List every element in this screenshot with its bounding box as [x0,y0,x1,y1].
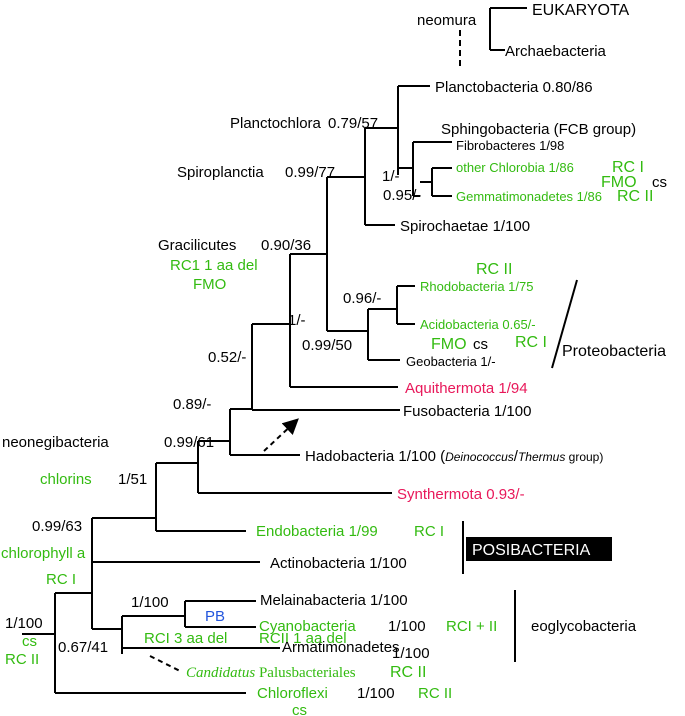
branch-rhodo [396,285,415,325]
armatimonadetes-support: 1/100 [392,645,430,662]
label-pb: PB [205,608,225,625]
taxon-archaebacteria: Archaebacteria [505,43,607,60]
support-089: 0.89/- [173,396,211,413]
label-chlorins: chlorins [40,471,92,488]
support-067: 0.67/41 [58,639,108,656]
label-rc-i-root: RC I [46,571,76,588]
posibacteria-box [466,537,612,561]
taxon-geobacteria: Geobacteria 1/- [406,354,496,369]
taxon-chlorobia: other Chlorobia 1/86 [456,160,574,175]
support-099-63: 0.99/63 [32,518,82,535]
label-chlorophyll-a: chlorophyll a [1,545,86,562]
branch-planctochlora [397,85,430,175]
support-planctochlora: 0.79/57 [328,115,378,132]
branch-neonegi [197,440,392,494]
chlorobia-fmo: FMO [601,174,637,191]
label-gracilicutes: Gracilicutes [158,237,236,254]
label-neomura: neomura [417,12,477,29]
taxon-palusbacteriales: Candidatus Palusbacteriales [186,665,356,681]
branch-089 [229,408,300,456]
support-pb-node: 1/100 [131,594,169,611]
chlorobia-cs: cs [652,174,667,191]
cyano-rc: RCI + II [446,618,497,635]
support-neonegibacteria: 0.99/61 [164,434,214,451]
branch-eukaryota [489,7,527,51]
branch-cyano [184,600,256,628]
branch-1dash [289,253,398,388]
cyano-support: 1/100 [388,618,426,635]
taxon-synthermota: Synthermota 0.93/- [397,486,525,503]
branch-052 [251,323,400,411]
branch-chlorophyll [91,517,260,629]
support-095: 0.95/- [383,187,421,204]
support-099-50: 0.99/50 [302,337,352,354]
taxon-melainabacteria: Melainabacteria 1/100 [260,592,408,609]
taxon-gemmatimonadetes: Gemmatimonadetes 1/86 [456,189,602,204]
branch-sphingo [398,141,452,197]
proteobacteria-bracket [551,279,578,369]
chloroflexi-support: 1/100 [357,685,395,702]
taxon-acidobacteria: Acidobacteria 0.65/- [420,317,536,332]
taxon-hadobacteria: Hadobacteria 1/100 (Deinococcus/Thermus … [305,448,603,465]
branch-chlorins [155,462,246,532]
taxon-chloroflexi: Chloroflexi [257,685,328,702]
taxon-posibacteria: POSIBACTERIA [472,542,591,559]
taxon-proteobacteria: Proteobacteria [562,343,666,360]
taxon-endobacteria: Endobacteria 1/99 [256,523,378,540]
support-096: 0.96/- [343,290,381,307]
label-spiroplanctia: Spiroplanctia [177,164,264,181]
rhodo-rc: RC II [476,261,512,278]
support-spiroplanctia: 0.99/77 [285,164,335,181]
note-fmo: FMO [193,276,226,293]
taxon-aquithermota: Aquithermota 1/94 [405,380,528,397]
taxon-rhodobacteria: Rhodobacteria 1/75 [420,279,533,294]
taxon-fibrobacteres: Fibrobacteres 1/98 [456,138,564,153]
support-1dash-b: 1/- [288,312,306,329]
taxon-eukaryota: EUKARYOTA [532,2,630,19]
endobacteria-rc: RC I [414,523,444,540]
taxon-cyanobacteria: Cyanobacteria [259,618,356,635]
taxon-fusobacteria: Fusobacteria 1/100 [403,403,531,420]
taxon-sphingobacteria: Sphingobacteria (FCB group) [441,121,636,138]
support-gracilicutes: 0.90/36 [261,237,311,254]
acido-cs: cs [473,336,488,353]
palus-dashed [149,655,183,673]
hadobacteria-arrow [263,418,299,452]
branch-gracilicutes [326,176,368,332]
chlorobia-rc: RC I [612,159,644,176]
chloroflexi-cs: cs [292,702,307,716]
support-1dash-a: 1/- [382,168,400,185]
node-labels: neomura Planctochlora 0.79/57 Spiroplanc… [1,12,477,668]
support-052: 0.52/- [208,349,246,366]
taxon-planctobacteria: Planctobacteria 0.80/86 [435,79,593,96]
tree-branches [22,7,578,694]
acido-fmo: FMO [431,336,467,353]
note-rc1-del: RC1 1 aa del [170,257,258,274]
taxon-labels: EUKARYOTA Archaebacteria Planctobacteria… [144,2,667,716]
palus-rc: RC II [390,664,426,681]
branch-root [22,592,246,694]
taxon-armatimonadetes: Armatimonadetes [282,639,400,656]
root-rc2: RC II [5,651,39,668]
chloroflexi-rc: RC II [418,685,452,702]
note-rcii1: RCII 1 aa del [259,630,347,647]
root-cs: cs [22,633,37,650]
taxon-spirochaetae: Spirochaetae 1/100 [400,218,530,235]
label-planctochlora: Planctochlora [230,115,322,132]
label-neonegibacteria: neonegibacteria [2,434,109,451]
support-chlorins: 1/51 [118,471,147,488]
note-rci3: RCI 3 aa del [144,630,227,647]
taxon-actinobacteria: Actinobacteria 1/100 [270,555,407,572]
branch-chlorobia [420,167,452,197]
gemmatimonadetes-rc: RC II [617,188,653,205]
support-root: 1/100 [5,615,43,632]
taxon-eoglycobacteria: eoglycobacteria [531,618,637,635]
acido-rc: RC I [515,334,547,351]
branch-proteo [367,308,400,361]
